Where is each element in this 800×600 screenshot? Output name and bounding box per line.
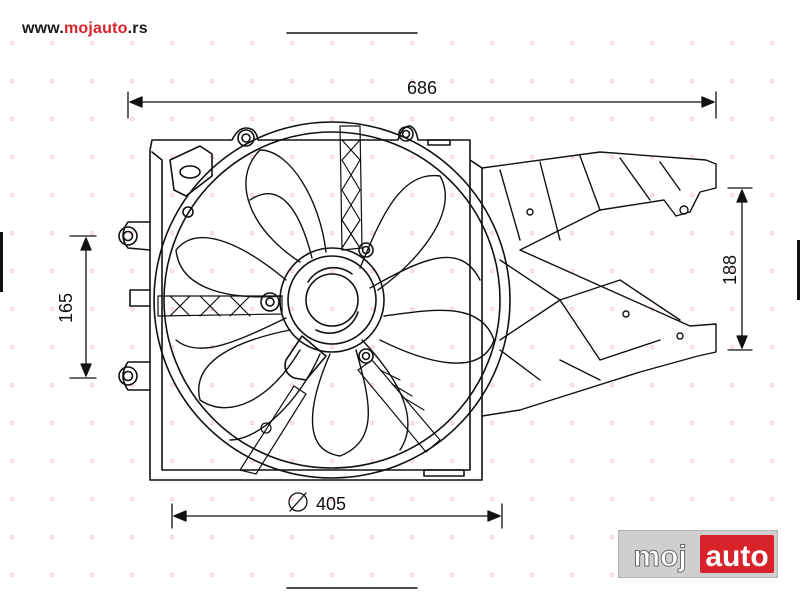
logo-text-moj: moj xyxy=(633,540,686,573)
fan-blades xyxy=(175,149,495,457)
mojauto-logo[interactable]: moj auto xyxy=(618,530,778,578)
right-bracket xyxy=(481,151,717,417)
label-bracket-height: 188 xyxy=(720,255,740,285)
site-url-suffix: .rs xyxy=(127,20,148,37)
label-mount-spacing: 165 xyxy=(56,293,76,323)
right-edge-mark xyxy=(797,240,800,300)
fan-hub xyxy=(279,247,385,381)
dimension-mount-spacing xyxy=(69,235,97,379)
dimension-fan-diameter xyxy=(171,492,503,529)
site-url-brand: mojauto xyxy=(64,20,128,37)
diameter-symbol-icon xyxy=(288,492,308,512)
dimension-overall-width xyxy=(127,91,717,119)
left-edge-mark xyxy=(0,232,3,292)
label-fan-diameter: 405 xyxy=(316,494,346,514)
site-url[interactable]: www.mojauto.rs xyxy=(22,20,148,38)
fan-ring xyxy=(153,121,511,479)
dimension-bracket-height xyxy=(727,187,753,351)
support-struts xyxy=(157,125,441,475)
label-overall-width: 686 xyxy=(407,78,437,98)
mount-holes xyxy=(118,126,414,386)
logo-text-auto: auto xyxy=(705,540,768,573)
site-url-prefix: www. xyxy=(22,20,64,37)
